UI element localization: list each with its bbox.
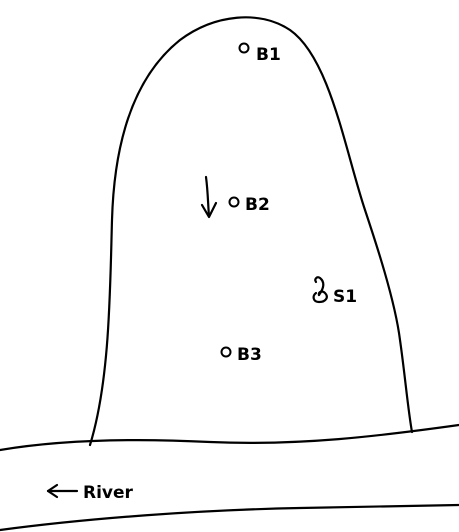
river-upper-bank <box>0 423 459 452</box>
hill-outline <box>88 16 414 447</box>
flow-arrow-icon <box>200 175 218 219</box>
borehole-b3-label: B3 <box>237 345 262 365</box>
spring-s1-label: S1 <box>333 287 357 307</box>
river-arrow-icon <box>46 483 79 499</box>
borehole-b2-marker <box>228 196 240 208</box>
borehole-b1-label: B1 <box>256 45 281 65</box>
river-label: River <box>83 483 134 503</box>
borehole-b1-marker <box>238 42 250 54</box>
borehole-b2-label: B2 <box>245 195 270 215</box>
borehole-b3-marker <box>220 346 232 358</box>
river-lower-bank <box>0 503 459 532</box>
spring-icon <box>312 276 328 304</box>
